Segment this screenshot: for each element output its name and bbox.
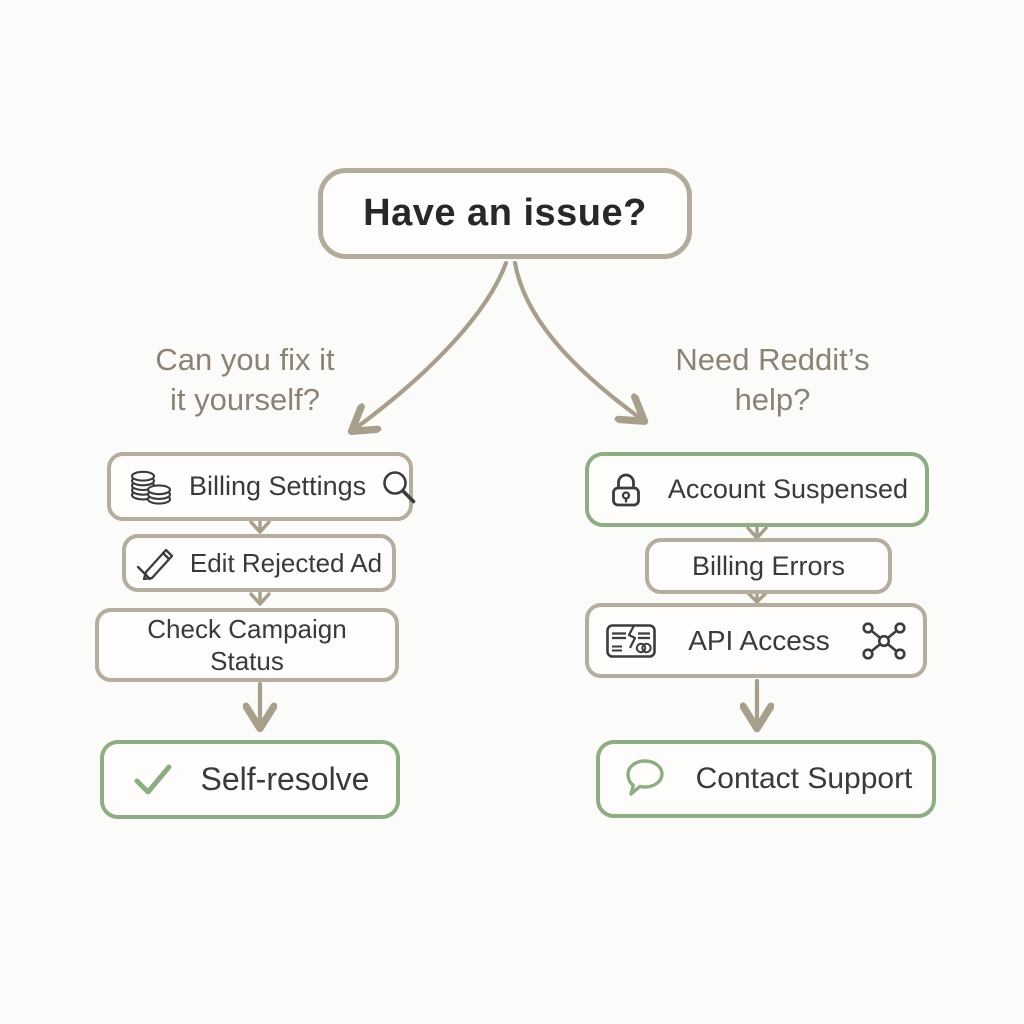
question-fix-yourself: Can you fix it it yourself?: [90, 340, 400, 419]
lock-icon: [606, 469, 646, 511]
question-need-reddit-help: Need Reddit’s help?: [625, 340, 920, 419]
node-check-campaign-status: Check Campaign Status: [95, 608, 399, 682]
node-label: Billing Settings: [189, 471, 367, 501]
question-line: Can you fix it: [155, 342, 335, 377]
node-label: Self-resolve: [200, 761, 370, 797]
connector-l1-l2: [249, 518, 271, 534]
connector-r1-r2: [746, 524, 768, 540]
network-icon: [861, 621, 907, 661]
broken-card-icon: [605, 622, 657, 660]
speech-bubble-icon: [620, 757, 672, 801]
node-label: Status: [210, 646, 284, 676]
node-label: Contact Support: [695, 762, 913, 795]
node-billing-settings: Billing Settings: [107, 452, 416, 521]
checkmark-icon: [131, 762, 175, 798]
node-edit-rejected-ad: Edit Rejected Ad: [122, 534, 396, 592]
node-contact-support: Contact Support: [596, 740, 936, 818]
connector-l2-l3: [249, 589, 271, 606]
root-label: Have an issue?: [363, 192, 647, 234]
node-self-resolve: Self-resolve: [100, 740, 400, 819]
question-line: it yourself?: [170, 381, 320, 417]
question-line: Need Reddit’s: [675, 342, 870, 377]
node-billing-errors: Billing Errors: [645, 538, 892, 594]
node-account-suspended: Account Suspensed: [585, 452, 929, 527]
node-label: Check Campaign: [147, 613, 347, 644]
node-label: Account Suspensed: [667, 474, 909, 504]
node-api-access: API Access: [585, 603, 927, 678]
question-line: help?: [734, 381, 811, 417]
branch-arrow-right: [512, 260, 640, 418]
node-have-an-issue: Have an issue?: [318, 168, 692, 259]
node-label: Billing Errors: [691, 550, 846, 581]
coins-icon: [127, 466, 175, 508]
node-label: Edit Rejected Ad: [189, 547, 383, 578]
magnifier-icon: [380, 468, 418, 506]
pencil-icon: [136, 543, 176, 583]
node-label: API Access: [688, 624, 830, 656]
